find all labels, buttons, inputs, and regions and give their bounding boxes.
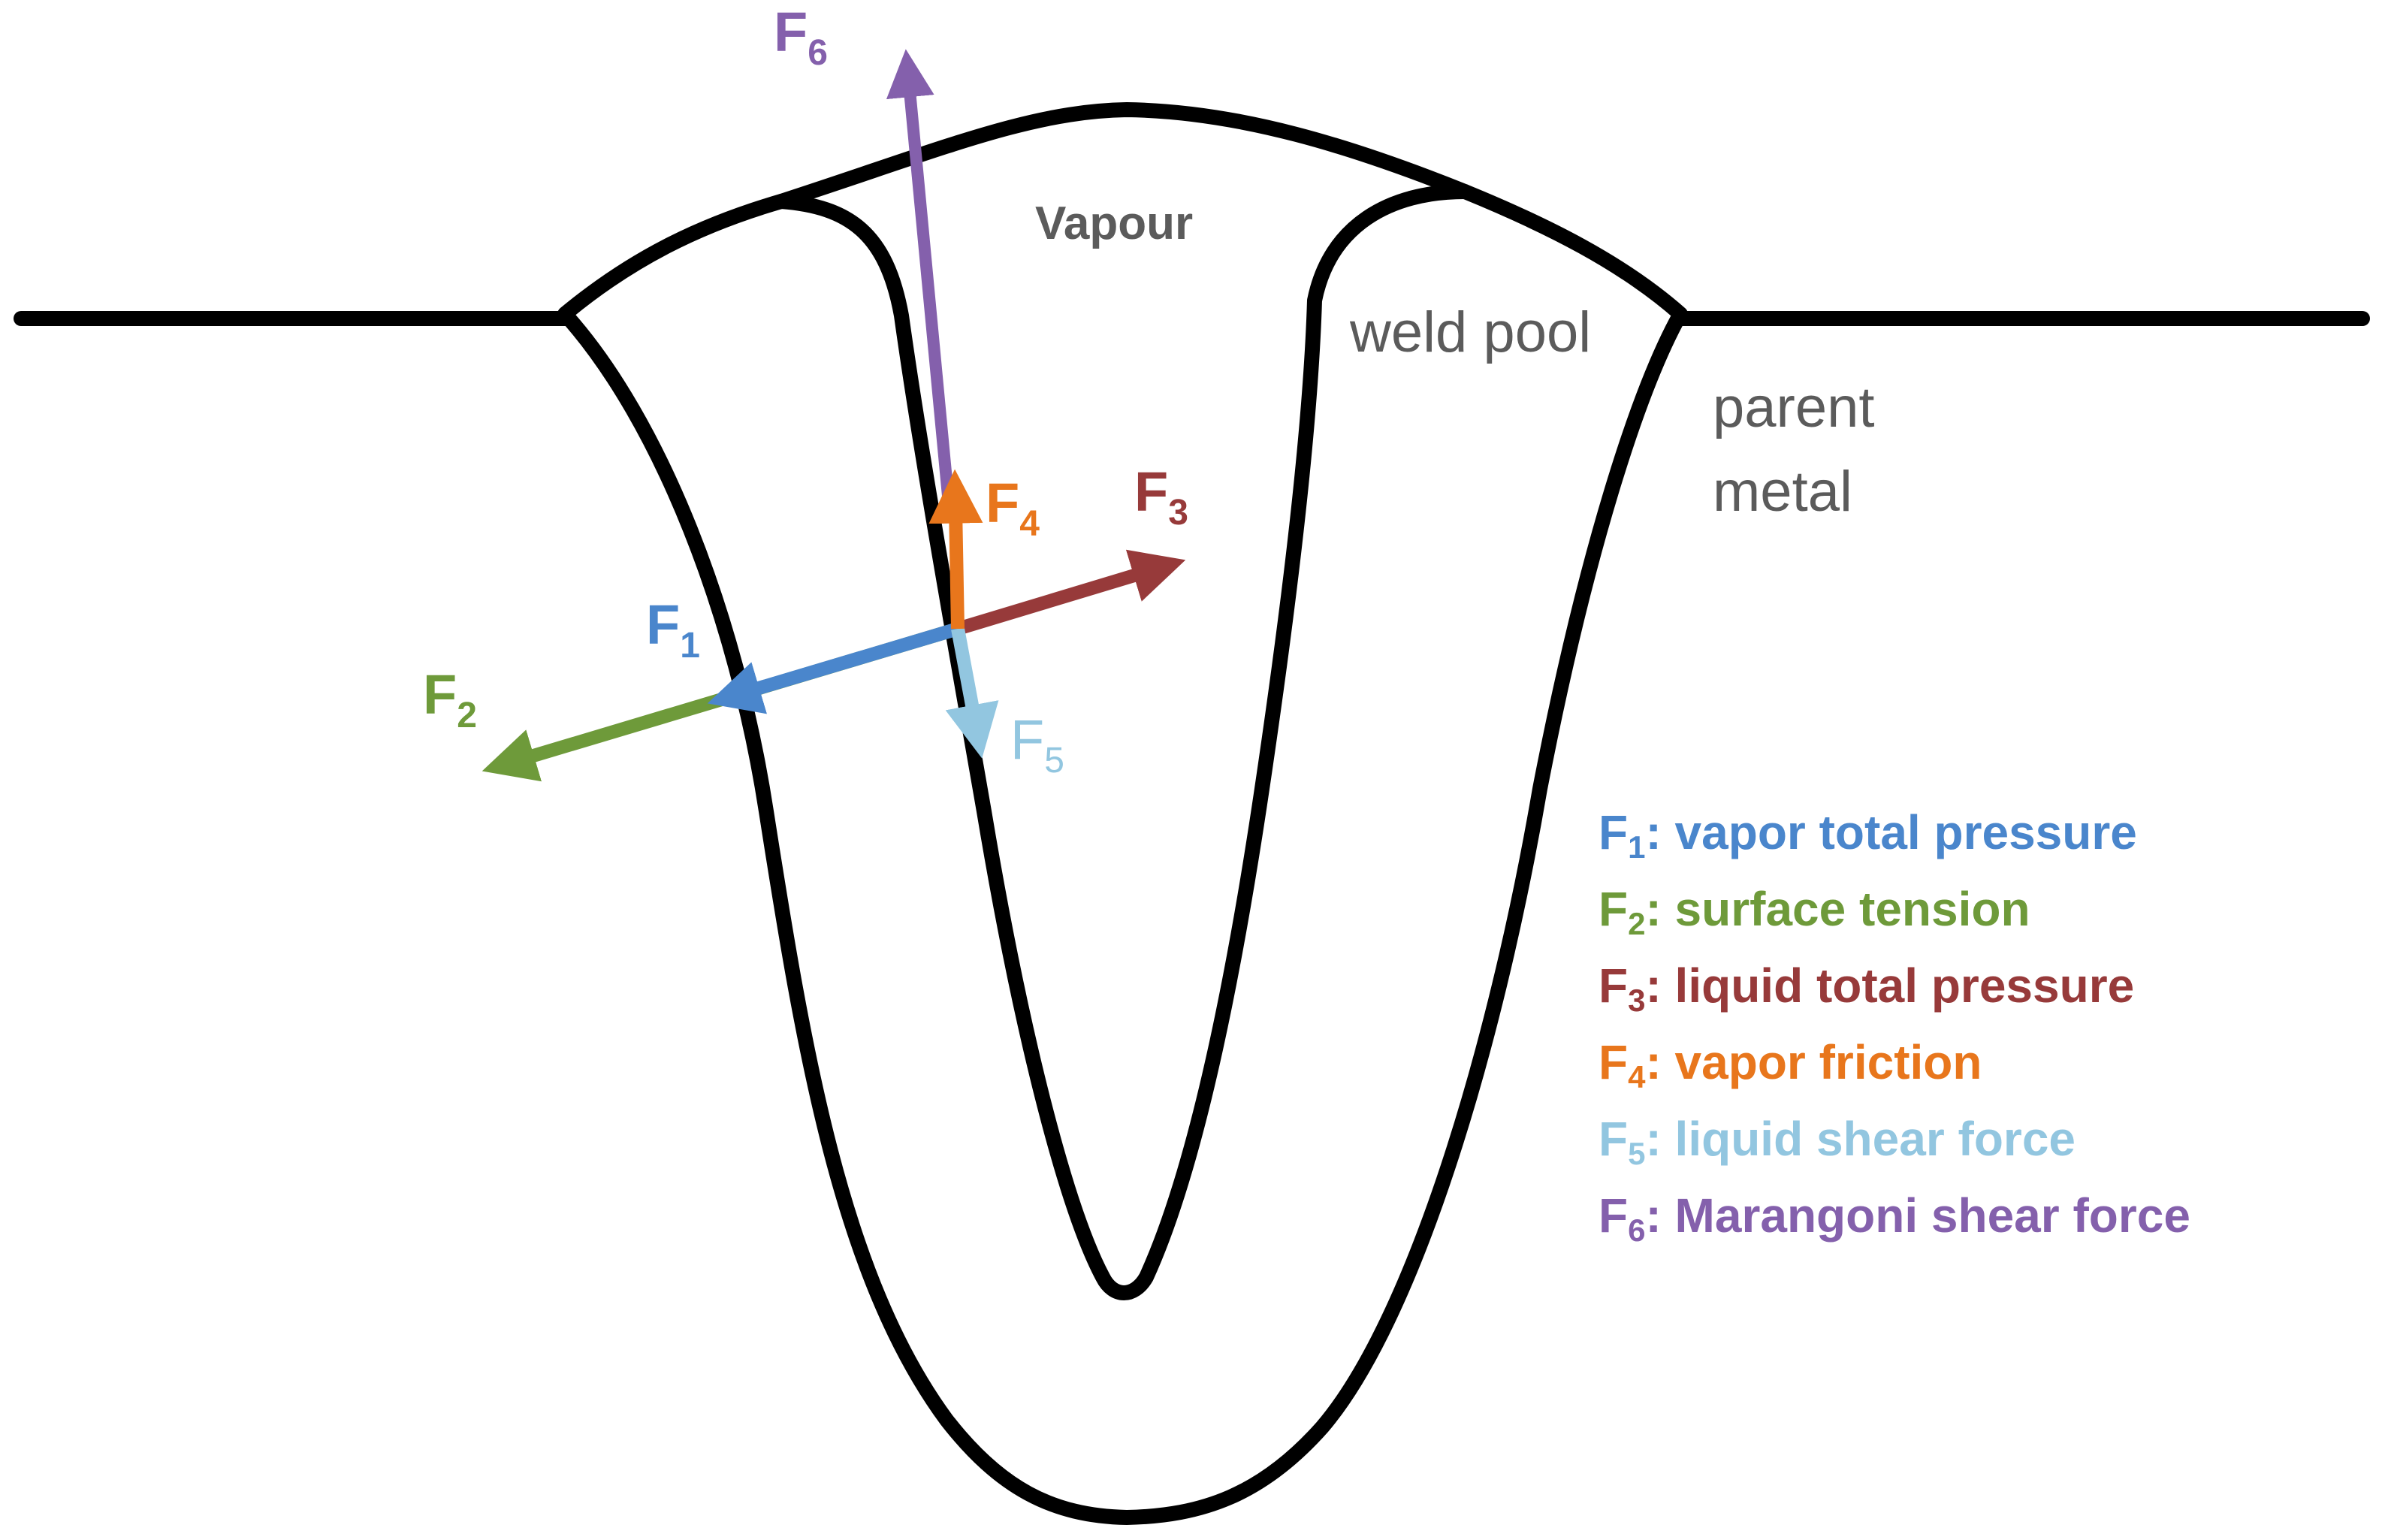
f4-label: F4 [986,472,1040,544]
keyhole-boundary [774,184,1472,1300]
legend-item-f1: F1: vapor total pressure [1599,805,2137,865]
parent-metal-label-line2: metal [1713,460,1852,524]
force-vectors [482,49,1186,782]
f5-arrow [945,627,999,759]
legend-item-f6: F6: Marangoni shear force [1599,1188,2190,1248]
f3-arrow [956,549,1186,636]
f2-label: F2 [423,663,477,735]
f1-arrow [707,622,960,714]
f6-label: F6 [774,1,828,73]
weld-pool-label: weld pool [1349,300,1591,364]
weld-pool-boundary [557,102,1688,1525]
f4-arrow [928,469,983,630]
f5-label: F5 [1010,708,1064,781]
f1-label: F1 [646,593,700,666]
legend-item-f3: F3: liquid total pressure [1599,959,2134,1018]
f6-arrow [886,49,954,497]
f3-label: F3 [1134,460,1188,533]
legend-item-f5: F5: liquid shear force [1599,1112,2076,1171]
legend-item-f4: F4: vapor friction [1599,1035,1982,1095]
force-legend: F1: vapor total pressure F2: surface ten… [1599,805,2190,1248]
vapour-label: Vapour [1035,198,1193,249]
legend-item-f2: F2: surface tension [1599,882,2030,941]
parent-metal-label-line1: parent [1713,376,1875,439]
